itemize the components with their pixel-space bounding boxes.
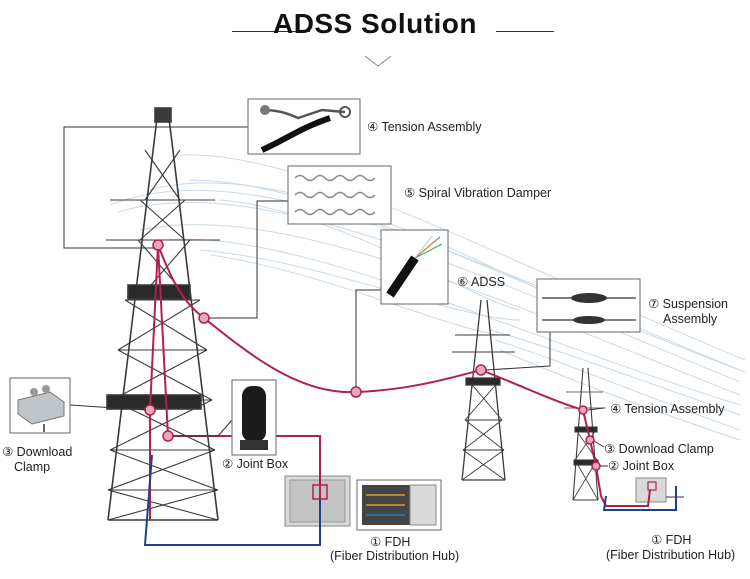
node-tension-top bbox=[152, 239, 164, 251]
label-joint-box-left: ② Joint Box bbox=[222, 457, 289, 471]
ground-cable bbox=[143, 454, 677, 546]
node-tension-right bbox=[578, 405, 588, 415]
label-fdh-right-line2: (Fiber Distribution Hub) bbox=[606, 548, 736, 562]
node-spiral-damper bbox=[198, 312, 210, 324]
label-tension-assembly-right: ④ Tension Assembly bbox=[610, 402, 725, 416]
title-rule-right bbox=[496, 31, 554, 32]
node-downlead-left bbox=[144, 404, 156, 416]
label-fdh-left-line2: (Fiber Distribution Hub) bbox=[330, 549, 460, 563]
label-fdh-right-line1: ① FDH bbox=[651, 533, 692, 547]
label-suspension-line1: ⑦ Suspension bbox=[648, 297, 729, 311]
page-title: ADSS Solution bbox=[272, 8, 478, 39]
tower-medium bbox=[452, 299, 515, 481]
spiral-damper-image bbox=[287, 165, 392, 225]
node-joint-right bbox=[591, 461, 601, 471]
node-adss bbox=[350, 386, 362, 398]
fdh-cabinet-right bbox=[635, 477, 667, 503]
label-tension-assembly-top: ④ Tension Assembly bbox=[367, 120, 482, 134]
fdh-cabinet-left bbox=[284, 475, 351, 527]
joint-box-image bbox=[231, 379, 277, 456]
tension-assembly-image bbox=[247, 98, 361, 155]
label-adss: ⑥ ADSS bbox=[457, 275, 506, 289]
label-downlead-clamp-line2: Clamp bbox=[14, 460, 51, 474]
suspension-assembly-image bbox=[536, 278, 641, 333]
node-downlead-right bbox=[585, 435, 595, 445]
node-joint-left bbox=[162, 430, 174, 442]
title-rule-left bbox=[232, 31, 310, 32]
label-spiral-vibration-damper: ⑤ Spiral Vibration Damper bbox=[404, 186, 552, 200]
adss-cable-image bbox=[380, 229, 449, 305]
label-suspension-line2: Assembly bbox=[663, 312, 718, 326]
label-downlead-clamp-right: ③ Download Clamp bbox=[604, 442, 714, 456]
downlead-clamp-image bbox=[9, 377, 71, 434]
tower-large bbox=[106, 107, 220, 521]
fdh-interior-image bbox=[356, 479, 442, 531]
node-suspension bbox=[475, 364, 487, 376]
label-joint-box-right: ② Joint Box bbox=[608, 459, 675, 473]
title-chevron-icon bbox=[364, 55, 392, 67]
label-fdh-left-line1: ① FDH bbox=[370, 535, 411, 549]
label-downlead-clamp-line1: ③ Download bbox=[2, 445, 73, 459]
tower-small bbox=[564, 367, 606, 501]
